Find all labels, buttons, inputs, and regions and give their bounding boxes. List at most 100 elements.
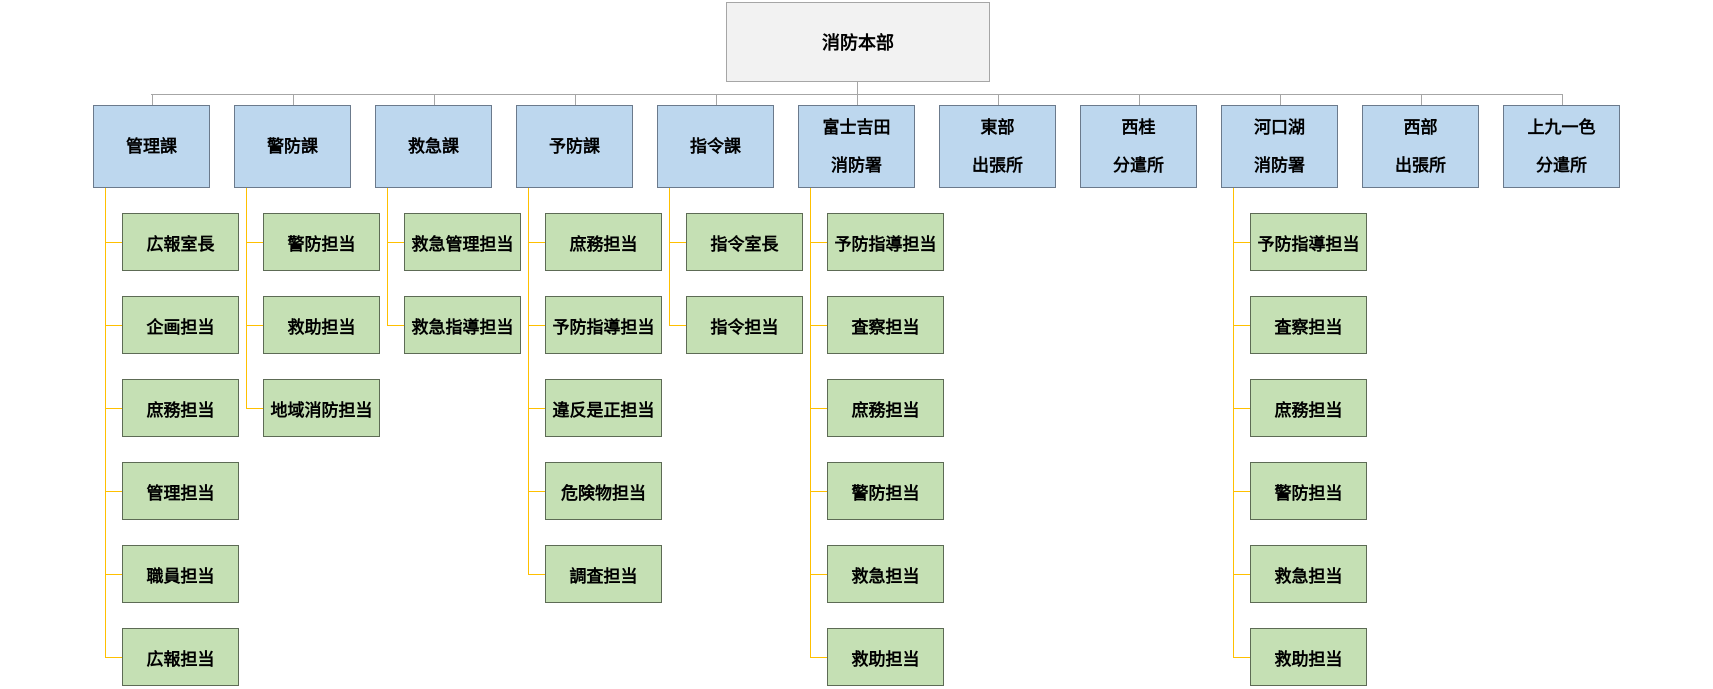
unit-node[interactable]: 管理担当 xyxy=(122,462,239,520)
unit-label: 救助担当 xyxy=(287,317,356,338)
unit-label: 警防担当 xyxy=(851,483,920,504)
department-node[interactable]: 指令課 xyxy=(657,105,774,188)
unit-node[interactable]: 査察担当 xyxy=(1250,296,1367,354)
unit-node[interactable]: 救助担当 xyxy=(1250,628,1367,686)
unit-node[interactable]: 警防担当 xyxy=(827,462,944,520)
unit-branch-line xyxy=(1233,574,1250,575)
department-drop-line xyxy=(293,94,294,105)
department-node[interactable]: 西桂分遣所 xyxy=(1080,105,1197,188)
unit-spine-line xyxy=(105,188,106,658)
department-label-line: 出張所 xyxy=(1395,155,1446,176)
unit-label: 広報担当 xyxy=(146,649,215,670)
unit-branch-line xyxy=(105,491,122,492)
unit-node[interactable]: 危険物担当 xyxy=(545,462,662,520)
unit-label: 地域消防担当 xyxy=(270,400,373,421)
unit-node[interactable]: 予防指導担当 xyxy=(1250,213,1367,271)
unit-node[interactable]: 救急指導担当 xyxy=(404,296,521,354)
department-label-line: 富士吉田 xyxy=(822,117,891,138)
unit-node[interactable]: 救急担当 xyxy=(1250,545,1367,603)
department-node[interactable]: 西部出張所 xyxy=(1362,105,1479,188)
unit-node[interactable]: 庶務担当 xyxy=(122,379,239,437)
unit-label: 査察担当 xyxy=(851,317,920,338)
unit-branch-line xyxy=(246,242,263,243)
unit-node[interactable]: 警防担当 xyxy=(263,213,380,271)
unit-label: 指令室長 xyxy=(710,234,779,255)
unit-label: 救急指導担当 xyxy=(411,317,514,338)
unit-node[interactable]: 企画担当 xyxy=(122,296,239,354)
unit-branch-line xyxy=(810,408,827,409)
department-node[interactable]: 河口湖消防署 xyxy=(1221,105,1338,188)
department-node[interactable]: 予防課 xyxy=(516,105,633,188)
unit-node[interactable]: 救助担当 xyxy=(827,628,944,686)
department-node[interactable]: 上九一色分遣所 xyxy=(1503,105,1620,188)
unit-node[interactable]: 調査担当 xyxy=(545,545,662,603)
unit-branch-line xyxy=(387,242,404,243)
department-drop-line xyxy=(575,94,576,105)
unit-node[interactable]: 広報担当 xyxy=(122,628,239,686)
unit-label: 警防担当 xyxy=(1274,483,1343,504)
unit-label: 救急担当 xyxy=(851,566,920,587)
unit-spine-line xyxy=(1233,188,1234,658)
unit-branch-line xyxy=(246,408,263,409)
unit-branch-line xyxy=(528,491,545,492)
unit-label: 庶務担当 xyxy=(851,400,920,421)
department-label-line: 管理課 xyxy=(126,136,177,157)
unit-label: 予防指導担当 xyxy=(1257,234,1360,255)
unit-label: 職員担当 xyxy=(146,566,215,587)
department-label-line: 河口湖 xyxy=(1254,117,1305,138)
unit-node[interactable]: 指令室長 xyxy=(686,213,803,271)
unit-branch-line xyxy=(810,657,827,658)
department-node[interactable]: 富士吉田消防署 xyxy=(798,105,915,188)
department-bus-line xyxy=(151,94,1562,95)
unit-label: 調査担当 xyxy=(569,566,638,587)
unit-node[interactable]: 予防指導担当 xyxy=(545,296,662,354)
unit-branch-line xyxy=(387,325,404,326)
unit-label: 違反是正担当 xyxy=(552,400,655,421)
unit-spine-line xyxy=(246,188,247,409)
unit-branch-line xyxy=(105,574,122,575)
unit-node[interactable]: 査察担当 xyxy=(827,296,944,354)
unit-branch-line xyxy=(528,408,545,409)
unit-branch-line xyxy=(105,657,122,658)
unit-label: 救急担当 xyxy=(1274,566,1343,587)
unit-node[interactable]: 広報室長 xyxy=(122,213,239,271)
department-drop-line xyxy=(1421,94,1422,105)
unit-branch-line xyxy=(810,491,827,492)
unit-branch-line xyxy=(1233,325,1250,326)
unit-node[interactable]: 救急担当 xyxy=(827,545,944,603)
department-drop-line xyxy=(857,94,858,105)
department-drop-line xyxy=(716,94,717,105)
unit-branch-line xyxy=(105,242,122,243)
unit-node[interactable]: 庶務担当 xyxy=(827,379,944,437)
unit-node[interactable]: 違反是正担当 xyxy=(545,379,662,437)
unit-label: 危険物担当 xyxy=(561,483,646,504)
unit-label: 庶務担当 xyxy=(1274,400,1343,421)
unit-node[interactable]: 地域消防担当 xyxy=(263,379,380,437)
department-drop-line xyxy=(152,94,153,105)
unit-node[interactable]: 警防担当 xyxy=(1250,462,1367,520)
unit-node[interactable]: 救助担当 xyxy=(263,296,380,354)
unit-branch-line xyxy=(105,408,122,409)
department-label-line: 分遣所 xyxy=(1113,155,1164,176)
unit-label: 救急管理担当 xyxy=(411,234,514,255)
unit-label: 管理担当 xyxy=(146,483,215,504)
department-node[interactable]: 管理課 xyxy=(93,105,210,188)
unit-node[interactable]: 職員担当 xyxy=(122,545,239,603)
unit-node[interactable]: 庶務担当 xyxy=(545,213,662,271)
unit-label: 救助担当 xyxy=(851,649,920,670)
department-node[interactable]: 救急課 xyxy=(375,105,492,188)
root-node-fire-headquarters[interactable]: 消防本部 xyxy=(726,2,990,82)
department-node[interactable]: 警防課 xyxy=(234,105,351,188)
unit-node[interactable]: 指令担当 xyxy=(686,296,803,354)
unit-node[interactable]: 救急管理担当 xyxy=(404,213,521,271)
unit-label: 庶務担当 xyxy=(146,400,215,421)
unit-node[interactable]: 庶務担当 xyxy=(1250,379,1367,437)
department-label-line: 出張所 xyxy=(972,155,1023,176)
department-label-line: 救急課 xyxy=(408,136,459,157)
unit-node[interactable]: 予防指導担当 xyxy=(827,213,944,271)
unit-label: 広報室長 xyxy=(146,234,215,255)
unit-branch-line xyxy=(810,574,827,575)
department-node[interactable]: 東部出張所 xyxy=(939,105,1056,188)
unit-label: 予防指導担当 xyxy=(552,317,655,338)
